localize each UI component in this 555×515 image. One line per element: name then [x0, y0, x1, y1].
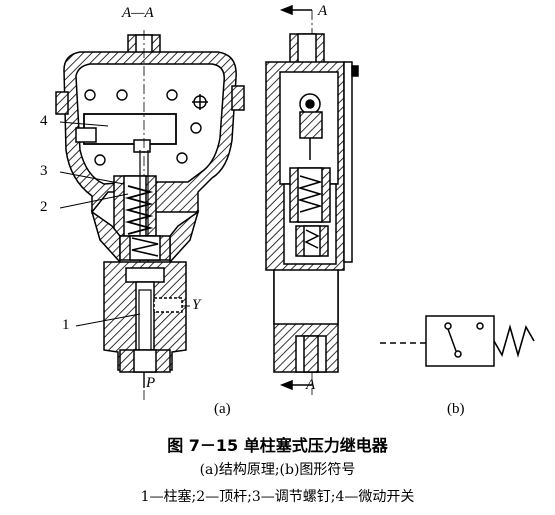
spring	[124, 185, 154, 235]
callout-4: 4	[40, 113, 48, 129]
figure-title: 图 7－15 单柱塞式压力继电器	[167, 436, 388, 455]
port-y-label: Y	[192, 297, 201, 313]
callout-2: 2	[40, 199, 48, 215]
port-p-label: P	[146, 375, 156, 391]
side-view	[265, 4, 359, 395]
callout-3: 3	[40, 163, 48, 179]
section-label-top: A	[318, 3, 328, 19]
subfigure-a-label: (a)	[214, 401, 231, 417]
figure-subtitle: (a)结构原理;(b)图形符号	[199, 462, 356, 478]
graphic-symbol	[380, 315, 535, 367]
plunger	[138, 289, 152, 353]
subfigure-b-label: (b)	[447, 401, 465, 417]
figure-legend: 1—柱塞;2—顶杆;3—调节螺钉;4—微动开关	[140, 489, 415, 505]
section-view-a	[55, 30, 245, 400]
section-label-a-a: A—A	[122, 5, 154, 21]
section-label-bottom: A	[306, 377, 316, 393]
callout-1: 1	[62, 317, 70, 333]
micro-switch	[83, 113, 177, 145]
